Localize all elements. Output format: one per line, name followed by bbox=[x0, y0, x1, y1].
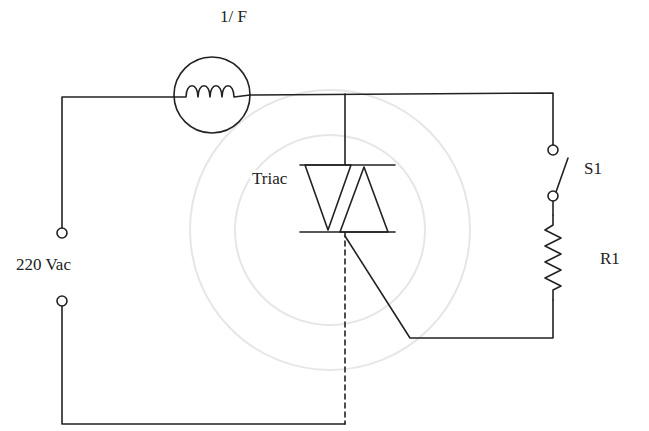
supply-label: 220 Vac bbox=[14, 256, 73, 275]
terminal bbox=[57, 228, 67, 238]
gate-wire bbox=[345, 236, 553, 338]
switch-label: S1 bbox=[582, 160, 604, 179]
terminal bbox=[57, 296, 67, 306]
wire bbox=[62, 306, 345, 424]
switch-symbol bbox=[548, 145, 568, 215]
lamp-label: 1/ F bbox=[218, 8, 249, 27]
resistor-label: R1 bbox=[598, 250, 622, 269]
resistor-symbol bbox=[545, 215, 561, 300]
wire bbox=[344, 232, 346, 424]
triac-symbol bbox=[300, 165, 395, 232]
lamp-symbol bbox=[174, 57, 250, 133]
wire bbox=[250, 93, 553, 145]
triac-label: Triac bbox=[250, 170, 289, 189]
watermark-seal bbox=[190, 90, 470, 370]
wire bbox=[344, 94, 346, 165]
wire bbox=[62, 97, 174, 228]
